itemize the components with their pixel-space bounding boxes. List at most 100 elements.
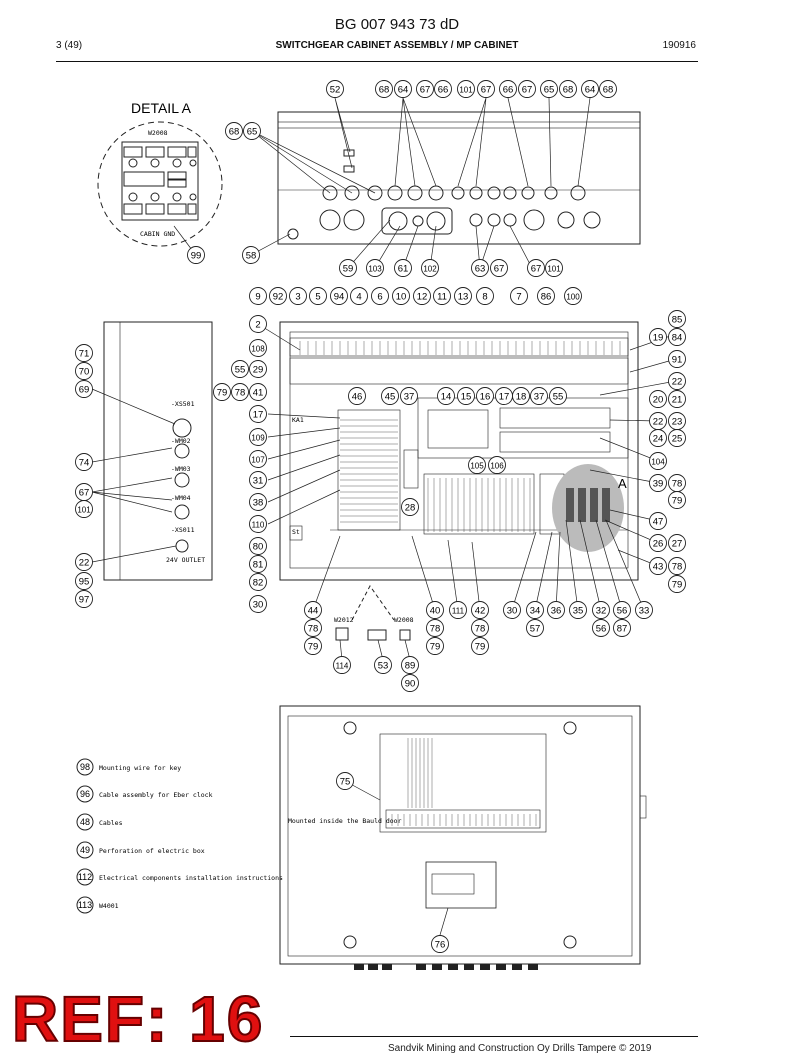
callout-bubble (564, 287, 582, 305)
callout-number: 66 (503, 85, 514, 96)
callout-bubble (668, 557, 686, 575)
callout-bubble (476, 287, 494, 305)
callout-bubble (401, 656, 419, 674)
callout-number: 9 (255, 292, 260, 303)
callout-number: 69 (79, 385, 90, 396)
callout-number: 3 (295, 292, 300, 303)
callout-bubble (333, 656, 351, 674)
callout-bubble (457, 80, 475, 98)
callout-number: 29 (253, 365, 264, 376)
callout-number: 17 (253, 410, 264, 421)
callout-bubble (471, 619, 489, 637)
callout-bubble (249, 383, 267, 401)
callout-number: 22 (79, 558, 90, 569)
callout-number: 23 (672, 417, 683, 428)
callout-number: 28 (405, 503, 416, 514)
callout-bubble (249, 515, 267, 533)
callout-number: 10 (396, 292, 407, 303)
callout-bubble (559, 80, 577, 98)
callout-bubble (304, 619, 322, 637)
callout-number: 47 (653, 517, 664, 528)
callout-number: 76 (435, 940, 446, 951)
callout-number: 37 (404, 392, 415, 403)
callout-bubble (374, 656, 392, 674)
callout-bubble (75, 572, 93, 590)
callout-number: 24 (653, 434, 664, 445)
callout-bubble (426, 601, 444, 619)
callout-bubble (668, 390, 686, 408)
callout-number: 17 (499, 392, 510, 403)
callout-number: 70 (79, 367, 90, 378)
callout-number: 31 (253, 476, 264, 487)
callout-bubble (668, 310, 686, 328)
callout-bubble (289, 287, 307, 305)
callout-bubble (249, 450, 267, 468)
callout-bubble (187, 246, 205, 264)
legend-bubble (76, 896, 94, 914)
callout-number: 13 (458, 292, 469, 303)
callout-bubble (668, 350, 686, 368)
legend-bubble (76, 813, 94, 831)
callout-number: 67 (79, 488, 90, 499)
callout-number: 61 (398, 264, 409, 275)
callout-number: 78 (430, 624, 441, 635)
callout-number: 78 (672, 562, 683, 573)
callout-number: 110 (252, 521, 265, 530)
callout-number: 78 (672, 479, 683, 490)
control-panel-76 (425, 861, 497, 909)
xs501-label: -XS501 (171, 400, 195, 408)
callout-number: 86 (541, 292, 552, 303)
callout-number: 16 (480, 392, 491, 403)
callout-number: 59 (343, 264, 354, 275)
cabinet-back-view (279, 705, 641, 965)
callout-number: 81 (253, 560, 264, 571)
legend-text: Electrical components installation instr… (99, 874, 283, 882)
callout-number: 27 (672, 539, 683, 550)
callout-bubble (649, 429, 667, 447)
legend-text: Mounting wire for key (99, 764, 181, 772)
detail-a-circle (97, 121, 223, 247)
callout-bubble (437, 387, 455, 405)
callout-bubble (421, 259, 439, 277)
callout-number: 30 (507, 606, 518, 617)
callout-number: 64 (398, 85, 409, 96)
callout-number: 53 (378, 661, 389, 672)
detail-a-terminals (121, 141, 199, 221)
relay-row-lower (499, 431, 611, 453)
callout-number: 20 (653, 395, 664, 406)
callout-number: 92 (273, 292, 284, 303)
callout-bubble (431, 935, 449, 953)
callout-number: 44 (308, 606, 319, 617)
callout-number: 68 (603, 85, 614, 96)
callout-number: 43 (653, 562, 664, 573)
callout-number: 67 (420, 85, 431, 96)
callout-number: 114 (336, 662, 349, 671)
outlet-label: 24V OUTLET (166, 556, 205, 564)
callout-number: 68 (563, 85, 574, 96)
callout-bubble (249, 428, 267, 446)
callout-bubble (336, 772, 354, 790)
callout-bubble (527, 259, 545, 277)
callout-number: 78 (308, 624, 319, 635)
callout-number: 90 (405, 679, 416, 690)
callout-number: 8 (482, 292, 487, 303)
callout-bubble (540, 80, 558, 98)
callout-number: 40 (430, 606, 441, 617)
callout-number: 67 (481, 85, 492, 96)
callout-bubble (649, 390, 667, 408)
wm03-label: -WM03 (171, 465, 191, 473)
callout-bubble (649, 534, 667, 552)
wire-label-left: W2012 (334, 616, 354, 624)
callout-bubble (526, 619, 544, 637)
callout-number: 106 (490, 462, 504, 471)
connector-114 (335, 627, 349, 641)
callout-bubble (371, 287, 389, 305)
callout-number: 95 (79, 577, 90, 588)
callout-number: 99 (191, 251, 202, 262)
callout-bubble (488, 456, 506, 474)
terminal-block-left (337, 409, 401, 531)
callout-number: 56 (617, 606, 628, 617)
callout-number: 41 (253, 388, 264, 399)
callout-number: 12 (417, 292, 428, 303)
callout-number: 84 (672, 333, 683, 344)
